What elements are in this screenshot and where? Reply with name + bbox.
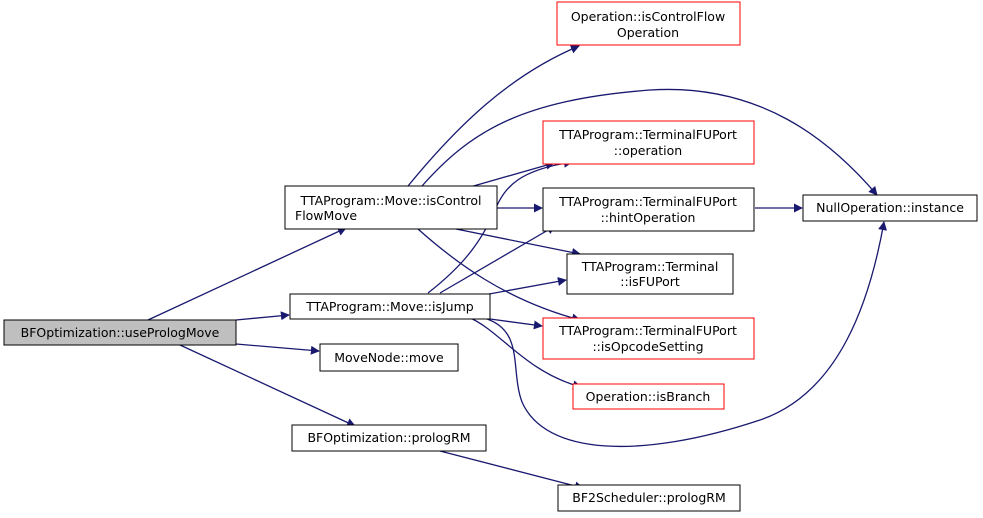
- node-nulloperation-instance[interactable]: NullOperation::instance: [802, 194, 978, 222]
- node-label-line-2: FlowMove: [295, 208, 357, 223]
- node-label-line-1: TTAProgram::TerminalFUPort: [558, 194, 737, 209]
- node-label-line-2: ::hintOperation: [601, 210, 696, 225]
- edge-useprologmove-to-iscontrolflowmove: [147, 227, 347, 321]
- edge-isjump-to-nulloperationinstance: [483, 221, 887, 447]
- edge-prologrm-to-bf2schedulerprologrm: [439, 450, 584, 491]
- node-label-line-2: ::operation: [614, 143, 682, 158]
- node-terminalfuport-operation[interactable]: TTAProgram::TerminalFUPort ::operation: [542, 120, 755, 165]
- edge-useprologmove-to-isjump: [235, 311, 290, 321]
- node-label-line-1: TTAProgram::Terminal: [581, 259, 719, 274]
- edge-useprologmove-to-movenodemove: [235, 343, 320, 355]
- node-movenode-move[interactable]: MoveNode::move: [319, 343, 459, 372]
- edge-isjump-to-terminalfuporthintoperation: [439, 225, 556, 294]
- node-label-line-1: Operation::isControlFlow: [571, 9, 725, 24]
- node-label-line-2: Operation: [617, 25, 679, 40]
- node-label: TTAProgram::Move::isJump: [305, 299, 474, 314]
- node-bf2scheduler-prologrm[interactable]: BF2Scheduler::prologRM: [557, 484, 741, 512]
- node-operation-iscontrolflowoperation[interactable]: Operation::isControlFlow Operation: [556, 1, 741, 46]
- node-label: BF2Scheduler::prologRM: [572, 490, 725, 505]
- edge-isjump-to-operationisbranch: [467, 316, 582, 390]
- node-label-line-1: TTAProgram::TerminalFUPort: [558, 323, 737, 338]
- edge-iscontrolflowmove-to-terminalfuportisopcodesetting: [417, 228, 581, 323]
- node-label-line-2: ::isFUPort: [620, 274, 680, 289]
- node-label: Operation::isBranch: [586, 389, 711, 404]
- edge-iscontrolflowmove-to-terminalisfuport: [455, 228, 581, 257]
- nodes: BFOptimization::usePrologMove TTAProgram…: [3, 1, 978, 512]
- node-terminalfuport-hintoperation[interactable]: TTAProgram::TerminalFUPort ::hintOperati…: [542, 187, 755, 232]
- edge-isjump-to-terminalfuportisopcodesetting: [489, 318, 543, 330]
- node-terminal-isfuport[interactable]: TTAProgram::Terminal ::isFUPort: [566, 253, 734, 295]
- node-label: MoveNode::move: [334, 350, 444, 365]
- edge-useprologmove-to-prologrm: [179, 344, 356, 427]
- edge-iscontrolflowmove-to-terminalfuportoperation: [469, 160, 555, 188]
- node-label-line-1: TTAProgram::TerminalFUPort: [558, 127, 737, 142]
- node-move-iscontrolflowmove[interactable]: TTAProgram::Move::isControl FlowMove: [284, 185, 498, 230]
- node-bfoptimization-useprologmove[interactable]: BFOptimization::usePrologMove: [3, 319, 237, 346]
- edge-iscontrolflowmove-to-iscontrolflowoperation: [407, 44, 580, 187]
- node-move-isjump[interactable]: TTAProgram::Move::isJump: [289, 293, 491, 320]
- edge-isjump-to-terminalisfuport: [477, 277, 567, 297]
- node-label: NullOperation::instance: [816, 200, 964, 215]
- node-label: BFOptimization::prologRM: [307, 430, 470, 445]
- node-terminalfuport-isopcodesetting[interactable]: TTAProgram::TerminalFUPort ::isOpcodeSet…: [542, 317, 755, 360]
- node-operation-isbranch[interactable]: Operation::isBranch: [572, 383, 725, 410]
- node-label-line-1: TTAProgram::Move::isControl: [300, 193, 482, 208]
- node-label-line-2: ::isOpcodeSetting: [592, 339, 703, 354]
- edges: [147, 44, 887, 491]
- edge-iscontrolflowmove-to-nulloperationinstance: [421, 88, 878, 196]
- node-bfoptimization-prologrm[interactable]: BFOptimization::prologRM: [291, 424, 487, 452]
- node-label: BFOptimization::usePrologMove: [21, 325, 220, 340]
